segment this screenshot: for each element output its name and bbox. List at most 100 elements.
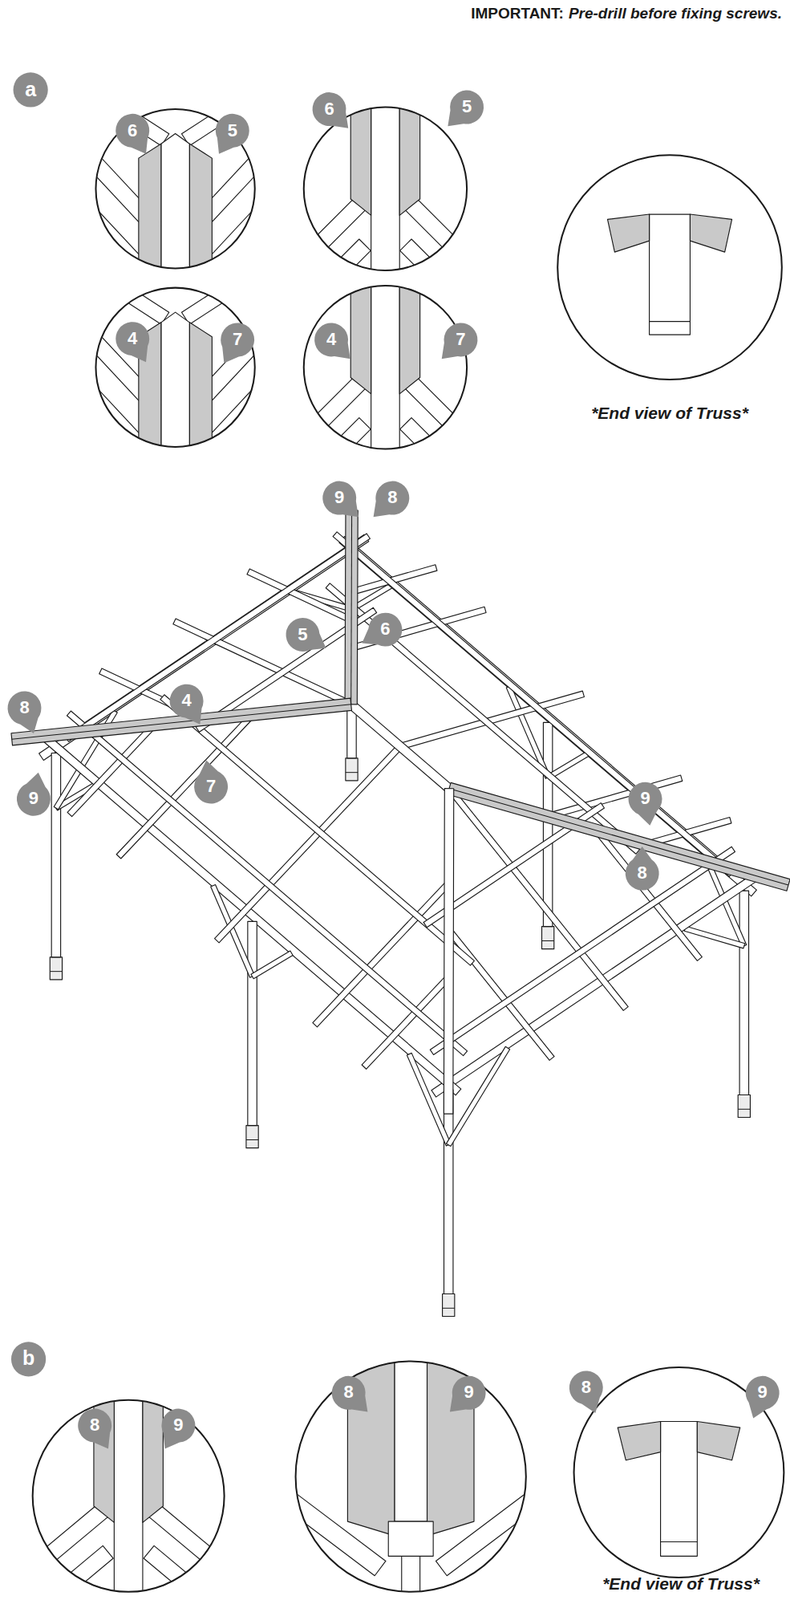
rafter xyxy=(214,744,403,943)
callout-number: 9 xyxy=(745,1374,780,1409)
hip-truss-joint xyxy=(350,510,353,705)
callout-number: 5 xyxy=(215,113,250,148)
hip-rafter xyxy=(401,1553,421,1597)
detail-circle xyxy=(295,1360,527,1591)
note-text: IMPORTANT: xyxy=(470,4,564,23)
detail-circle xyxy=(303,285,467,449)
truss-core-line xyxy=(660,1540,698,1542)
hip-truss xyxy=(447,781,790,891)
step-badge xyxy=(11,1340,46,1376)
purlin xyxy=(66,710,467,1056)
callout-bubble xyxy=(77,1408,112,1449)
rafter xyxy=(181,267,259,325)
detail-ground xyxy=(574,1366,785,1577)
detail-content xyxy=(279,1355,543,1600)
callout-bubble xyxy=(215,113,250,154)
post xyxy=(542,721,552,926)
hip-rafter xyxy=(113,1393,143,1597)
wall-plate xyxy=(431,871,762,1097)
note-text: Pre-drill before fixing screws. xyxy=(568,4,782,23)
callout-number: 4 xyxy=(115,321,150,356)
detail-circle xyxy=(303,107,467,271)
caption-text: *End view of Truss* xyxy=(602,1573,760,1593)
callout-bubble xyxy=(115,113,150,154)
callout-bubble xyxy=(628,781,663,826)
post-boot xyxy=(246,1125,259,1148)
callout-number: 8 xyxy=(625,855,660,890)
rafter xyxy=(16,1498,114,1584)
detail-circle xyxy=(32,1399,225,1592)
step-badge xyxy=(13,72,49,107)
detail-circle xyxy=(574,1366,785,1577)
detail-circle xyxy=(95,287,255,447)
callout-number: 8 xyxy=(332,1374,366,1409)
callout-number: 8 xyxy=(569,1369,604,1404)
rafter xyxy=(92,267,170,325)
truss-cap xyxy=(696,1420,740,1459)
callout-bubble xyxy=(361,612,402,647)
post xyxy=(51,753,61,957)
truss-cap xyxy=(138,143,162,274)
callout-bubble xyxy=(312,92,349,129)
rafter xyxy=(350,564,438,596)
callout-bubble xyxy=(115,321,150,362)
callout-number: 7 xyxy=(220,322,255,357)
boot-line xyxy=(345,771,358,773)
truss-cap xyxy=(689,214,732,252)
post-boot xyxy=(345,757,358,781)
detail-content xyxy=(287,280,483,501)
rafter xyxy=(143,1498,240,1584)
truss-cap xyxy=(350,101,371,215)
callout-bubble xyxy=(332,1375,369,1412)
callout-bubble xyxy=(286,617,327,652)
detail-content xyxy=(79,89,272,292)
callout-number: 6 xyxy=(115,113,150,148)
rafter xyxy=(361,974,451,1069)
detail-content xyxy=(16,1393,240,1600)
detail-content xyxy=(607,214,732,335)
callout-number: 4 xyxy=(314,322,349,357)
callout-number: 8 xyxy=(375,480,410,515)
hip-rafter-end xyxy=(388,1520,434,1556)
callout-number: 5 xyxy=(286,617,321,652)
rafter xyxy=(116,712,256,859)
knee-brace xyxy=(446,1045,511,1146)
detail-content xyxy=(79,267,272,470)
truss-cap xyxy=(399,101,420,215)
callout-number: 9 xyxy=(16,781,51,815)
truss-core xyxy=(660,1420,698,1556)
rafter xyxy=(312,880,452,1027)
callout-number: 9 xyxy=(452,1374,487,1409)
knee-brace xyxy=(684,925,746,948)
detail-circle xyxy=(557,154,782,380)
callout-bubbles xyxy=(8,72,780,1448)
boot-line xyxy=(246,1138,259,1140)
callout-bubble xyxy=(745,1375,780,1418)
post xyxy=(739,890,749,1094)
detail-view xyxy=(287,280,483,501)
gazebo-frame xyxy=(11,510,790,1316)
callout-bubble xyxy=(441,322,479,359)
callout-number: 9 xyxy=(628,781,663,815)
boot-line xyxy=(737,1108,750,1110)
callout-number: 6 xyxy=(312,92,347,126)
end-view xyxy=(574,1366,785,1577)
purlin xyxy=(429,846,735,1054)
truss-core xyxy=(649,214,691,335)
hip-rafter xyxy=(443,788,454,1114)
detail-view xyxy=(79,89,272,292)
callout-bubble xyxy=(314,322,351,359)
callout-number: 4 xyxy=(170,683,204,718)
truss-cap xyxy=(350,280,371,394)
purlin xyxy=(332,531,734,877)
callout-number: 7 xyxy=(194,769,228,803)
post-boot xyxy=(442,1292,455,1316)
callout-bubble xyxy=(322,481,359,518)
hip-rafter xyxy=(161,311,191,452)
detail-ground xyxy=(557,154,782,380)
callout-bubble xyxy=(161,1408,195,1449)
detail-view xyxy=(16,1393,240,1600)
